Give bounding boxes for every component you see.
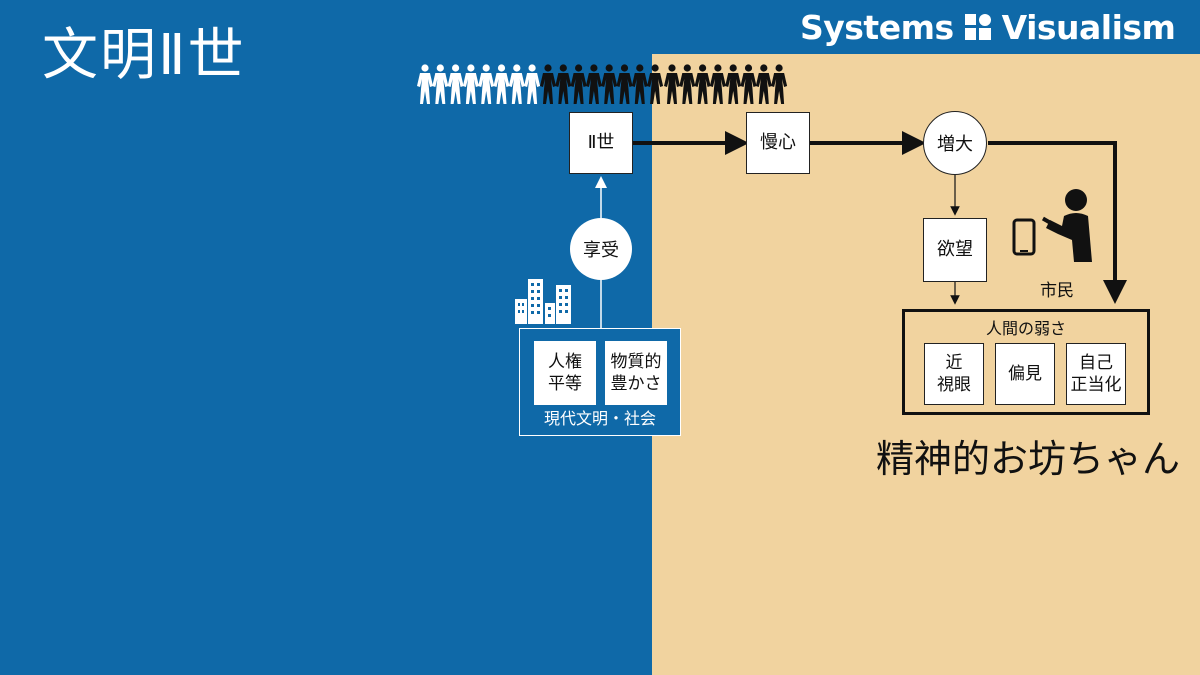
modern-civilization-box: 人権 平等 物質的 豊かさ 現代文明・社会 [519, 328, 681, 436]
modern-caption: 現代文明・社会 [543, 409, 656, 428]
weakness-item-text: 自己 正当化 [1070, 352, 1122, 395]
weakness-item-self-justification: 自己 正当化 [1066, 343, 1126, 405]
person-icon [540, 64, 556, 104]
person-icon [601, 64, 618, 104]
person-icon [462, 64, 479, 104]
node-yokubo: 欲望 [923, 218, 987, 282]
brand: Systems Visualism [800, 4, 1176, 50]
person-icon [555, 64, 572, 104]
conclusion-text: 精神的お坊ちゃん [876, 437, 1181, 481]
brand-logo-icon [964, 14, 991, 40]
person-icon [709, 64, 726, 104]
person-icon [694, 64, 711, 104]
weakness-box: 人間の弱さ 近 視眼 偏見 自己 正当化 [902, 309, 1150, 415]
weakness-item-text: 近 視眼 [937, 352, 971, 395]
brand-right: Visualism [1001, 7, 1176, 47]
weakness-label: 人間の弱さ [985, 319, 1066, 338]
person-icon [740, 64, 757, 104]
person-icon [508, 64, 525, 104]
person-icon [679, 64, 696, 104]
smartphone-user-icon [1012, 189, 1092, 262]
brand-left: Systems [800, 7, 954, 47]
modern-item-rights-text: 人権 平等 [548, 351, 582, 394]
person-icon [478, 64, 495, 104]
person-icon [647, 64, 664, 104]
page-title: 文明Ⅱ世 [42, 23, 246, 88]
node-manshin: 慢心 [746, 112, 810, 174]
person-icon [725, 64, 742, 104]
node-nisei: Ⅱ世 [569, 112, 633, 174]
arrow-zodai-to-weakness [988, 141, 1127, 304]
modern-item-wealth: 物質的 豊かさ [605, 341, 667, 405]
person-icon [616, 64, 633, 104]
person-icon [524, 64, 541, 104]
weakness-item-text: 偏見 [1008, 363, 1042, 384]
people-row [417, 64, 788, 104]
citizen-label: 市民 [1040, 281, 1074, 301]
modern-item-rights: 人権 平等 [534, 341, 596, 405]
node-kyoju: 享受 [570, 218, 632, 280]
person-icon [432, 64, 449, 104]
person-icon [585, 64, 602, 104]
person-icon [570, 64, 587, 104]
building-icon [515, 279, 571, 324]
person-icon [755, 64, 772, 104]
weakness-item-prejudice: 偏見 [995, 343, 1055, 405]
person-icon [771, 64, 788, 104]
weakness-item-shortsighted: 近 視眼 [924, 343, 984, 405]
node-zodai: 増大 [923, 111, 987, 175]
person-icon [631, 64, 648, 104]
person-icon [664, 64, 680, 104]
modern-item-wealth-text: 物質的 豊かさ [610, 351, 662, 394]
person-icon [447, 64, 464, 104]
person-icon [417, 64, 433, 104]
person-icon [493, 64, 510, 104]
